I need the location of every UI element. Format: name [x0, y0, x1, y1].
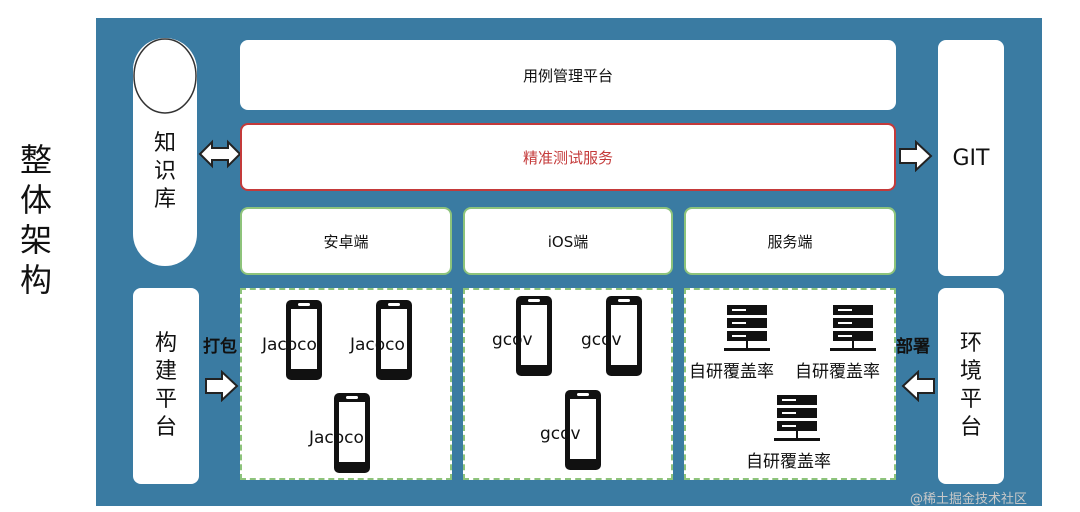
build-platform-box: 构 建 平 台 — [133, 288, 199, 484]
title-char: 体 — [19, 181, 52, 219]
env-char: 平 — [959, 387, 982, 412]
kb-char: 库 — [153, 187, 176, 212]
right-arrow-icon — [899, 140, 933, 172]
phone-icon — [334, 393, 370, 473]
case-platform-box: 用例管理平台 — [240, 40, 896, 110]
android-label: Jacoco — [309, 428, 364, 448]
title-char: 构 — [19, 261, 52, 299]
double-arrow-icon — [198, 139, 242, 169]
build-char: 构 — [154, 331, 177, 356]
server-icon — [774, 395, 820, 441]
phone-icon — [565, 390, 601, 470]
phone-icon — [606, 296, 642, 376]
kb-char: 识 — [153, 159, 176, 184]
ios-label: gcov — [581, 330, 622, 350]
env-platform-box: 环 境 平 台 — [938, 288, 1004, 484]
phone-icon — [376, 300, 412, 380]
kb-char: 知 — [153, 131, 176, 156]
diagram-title: 整 体 架 构 — [16, 140, 56, 300]
build-char: 台 — [154, 415, 177, 440]
precise-service-label: 精准测试服务 — [522, 148, 613, 167]
env-char: 环 — [959, 331, 982, 356]
tab-android-label: 安卓端 — [323, 232, 369, 251]
title-char: 架 — [19, 221, 52, 259]
case-platform-label: 用例管理平台 — [522, 66, 613, 85]
watermark: @稀土掘金技术社区 — [910, 492, 1028, 507]
precise-service-box: 精准测试服务 — [240, 123, 896, 191]
tab-ios-label: iOS端 — [547, 232, 589, 251]
ios-label: gcov — [540, 424, 581, 444]
build-char: 平 — [154, 387, 177, 412]
title-char: 整 — [19, 141, 52, 179]
env-char: 境 — [959, 359, 982, 384]
git-box: GIT — [938, 40, 1004, 276]
server-label: 自研覆盖率 — [746, 452, 831, 472]
right-arrow-icon — [205, 370, 239, 402]
server-icon — [830, 305, 876, 351]
git-label: GIT — [952, 145, 990, 171]
deploy-label: 部署 — [896, 337, 930, 357]
tab-server-label: 服务端 — [767, 232, 813, 251]
server-label: 自研覆盖率 — [689, 362, 774, 382]
pack-label: 打包 — [203, 337, 237, 357]
android-label: Jacoco — [350, 335, 405, 355]
ios-label: gcov — [492, 330, 533, 350]
build-char: 建 — [154, 359, 177, 384]
android-label: Jacoco — [262, 335, 317, 355]
server-label: 自研覆盖率 — [795, 362, 880, 382]
phone-icon — [286, 300, 322, 380]
tab-server: 服务端 — [684, 207, 896, 275]
cylinder-top — [133, 38, 197, 114]
phone-icon — [516, 296, 552, 376]
left-arrow-icon — [901, 370, 935, 402]
tab-ios: iOS端 — [463, 207, 673, 275]
tab-android: 安卓端 — [240, 207, 452, 275]
server-icon — [724, 305, 770, 351]
env-char: 台 — [959, 415, 982, 440]
